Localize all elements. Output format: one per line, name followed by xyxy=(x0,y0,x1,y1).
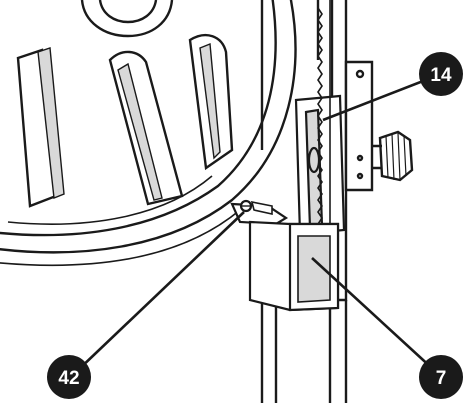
leader-line-7 xyxy=(311,257,435,371)
guide-clip xyxy=(250,200,273,215)
frame-lower-column xyxy=(260,290,348,403)
wheel-spoke xyxy=(37,47,65,199)
lower-block-panel xyxy=(297,235,331,303)
callout-14: 14 xyxy=(419,52,463,96)
wheel-rim-outer xyxy=(0,0,297,254)
bracket-hole xyxy=(355,69,365,79)
guide-bearing xyxy=(307,146,321,174)
bracket-hole xyxy=(356,172,364,180)
callout-7: 7 xyxy=(419,355,463,399)
wheel-spoke xyxy=(117,62,163,201)
callout-7-label: 7 xyxy=(436,368,447,389)
saw-blade xyxy=(317,0,323,231)
wheel-hub xyxy=(80,0,174,38)
callout-42-badge xyxy=(47,355,91,399)
callout-14-badge xyxy=(419,52,463,96)
callout-42: 42 xyxy=(47,355,91,399)
knob-ridges xyxy=(385,132,407,181)
adjustment-knob xyxy=(378,130,414,182)
leader-line-42 xyxy=(75,211,245,373)
callout-7-badge xyxy=(419,355,463,399)
wheel-hub-inner xyxy=(98,0,158,24)
blade-guide-assembly xyxy=(230,0,346,312)
leader-lines xyxy=(75,74,437,373)
tension-bracket xyxy=(344,60,374,192)
bracket-hole xyxy=(356,154,364,162)
callout-14-label: 14 xyxy=(430,65,452,86)
bandsaw-wheel xyxy=(0,0,297,266)
knob-shaft xyxy=(372,144,382,170)
wheel-spoke xyxy=(199,43,221,160)
callout-42-label: 42 xyxy=(58,368,79,389)
wheel-rim-inner xyxy=(0,0,277,237)
wheel-rim-edge xyxy=(7,175,213,225)
leader-line-14 xyxy=(322,74,437,122)
wheel-rim-band xyxy=(0,209,241,266)
